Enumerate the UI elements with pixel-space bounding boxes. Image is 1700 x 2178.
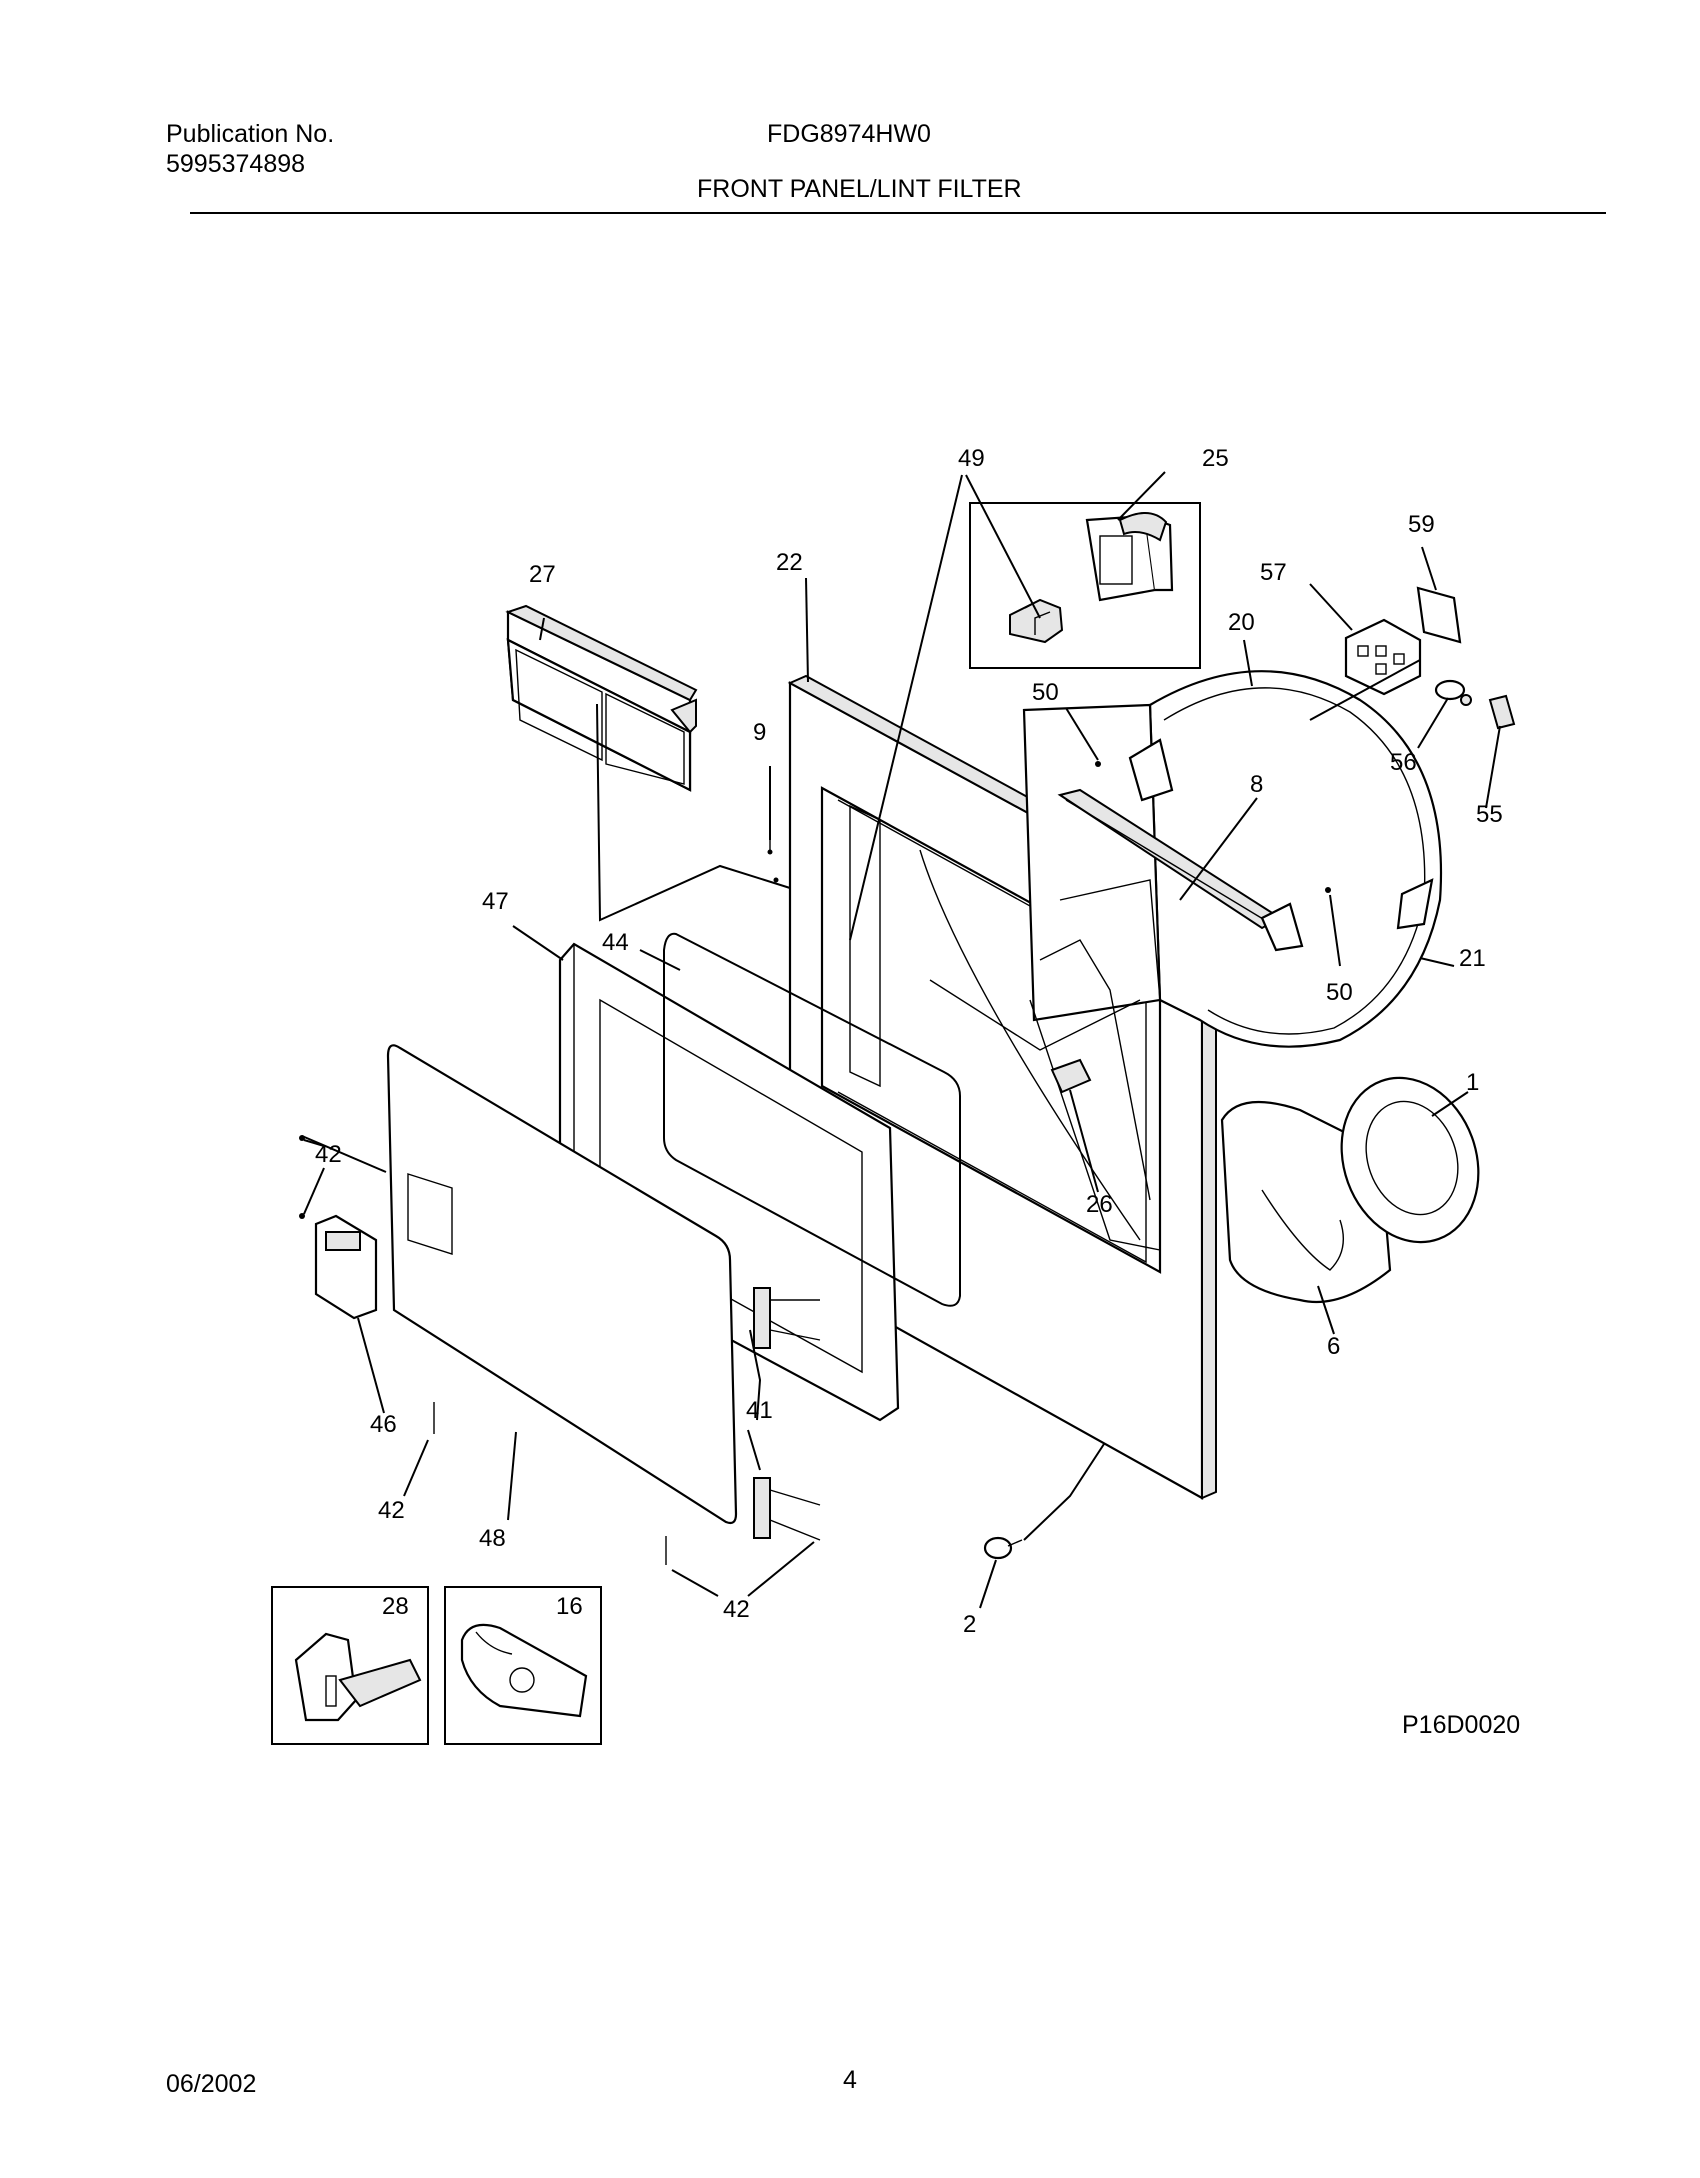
callout-8: 8 — [1250, 771, 1263, 798]
callout-20: 20 — [1228, 609, 1255, 636]
callout-50-lower: 50 — [1326, 979, 1353, 1006]
part-49-strike — [1009, 598, 1064, 644]
callout-50-upper: 50 — [1032, 679, 1059, 706]
header-rule — [190, 212, 1606, 214]
callout-27: 27 — [529, 561, 556, 588]
callout-49: 49 — [958, 445, 985, 472]
part-2-foot — [983, 1536, 1023, 1560]
callout-9: 9 — [753, 719, 766, 746]
callout-42-bottom: 42 — [723, 1596, 750, 1623]
callout-21: 21 — [1459, 945, 1486, 972]
section-title: FRONT PANEL/LINT FILTER — [697, 175, 1022, 203]
inset-box-16 — [444, 1586, 602, 1745]
figure-code: P16D0020 — [1402, 1711, 1521, 1739]
part-46-handle — [314, 1214, 378, 1320]
callout-57: 57 — [1260, 559, 1287, 586]
callout-labels: 49 25 59 27 22 57 20 50 9 8 56 55 47 44 … — [315, 445, 1503, 1638]
part-59-label — [1416, 586, 1462, 644]
callout-42-left: 42 — [315, 1141, 342, 1168]
inset-box-28 — [271, 1586, 429, 1745]
callout-46: 46 — [370, 1411, 397, 1438]
callout-25: 25 — [1202, 445, 1229, 472]
publication-date: 06/2002 — [166, 2070, 257, 2098]
callout-26: 26 — [1086, 1191, 1113, 1218]
callout-47: 47 — [482, 888, 509, 915]
part-27-lint-filter — [505, 604, 698, 792]
callout-6: 6 — [1327, 1333, 1340, 1360]
callout-44: 44 — [602, 929, 629, 956]
part-25-latch — [1085, 512, 1174, 602]
publication-label: Publication No. — [166, 120, 335, 148]
publication-number: 5995374898 — [166, 150, 306, 178]
callout-59: 59 — [1408, 511, 1435, 538]
drum-assembly — [919, 670, 1480, 1304]
callout-22: 22 — [776, 549, 803, 576]
callout-56: 56 — [1390, 749, 1417, 776]
callout-16: 16 — [556, 1593, 583, 1620]
page-number: 4 — [843, 2066, 857, 2094]
part-55-connector — [1488, 694, 1516, 730]
part-41-hinges — [753, 1287, 821, 1541]
inset-box-latch-parts — [969, 502, 1201, 669]
callout-48: 48 — [479, 1525, 506, 1552]
part-57-socket — [1344, 618, 1422, 696]
callout-55: 55 — [1476, 801, 1503, 828]
callout-41: 41 — [746, 1397, 773, 1424]
callout-28: 28 — [382, 1593, 409, 1620]
callout-1: 1 — [1466, 1069, 1479, 1096]
model-number: FDG8974HW0 — [767, 120, 931, 148]
part-44-door-seal — [663, 932, 961, 1307]
part-56-bulb — [1434, 679, 1472, 706]
callout-2: 2 — [963, 1611, 976, 1638]
callout-42-mid: 42 — [378, 1497, 405, 1524]
part-48-door — [386, 1044, 738, 1525]
leader-lines — [301, 471, 1501, 1609]
